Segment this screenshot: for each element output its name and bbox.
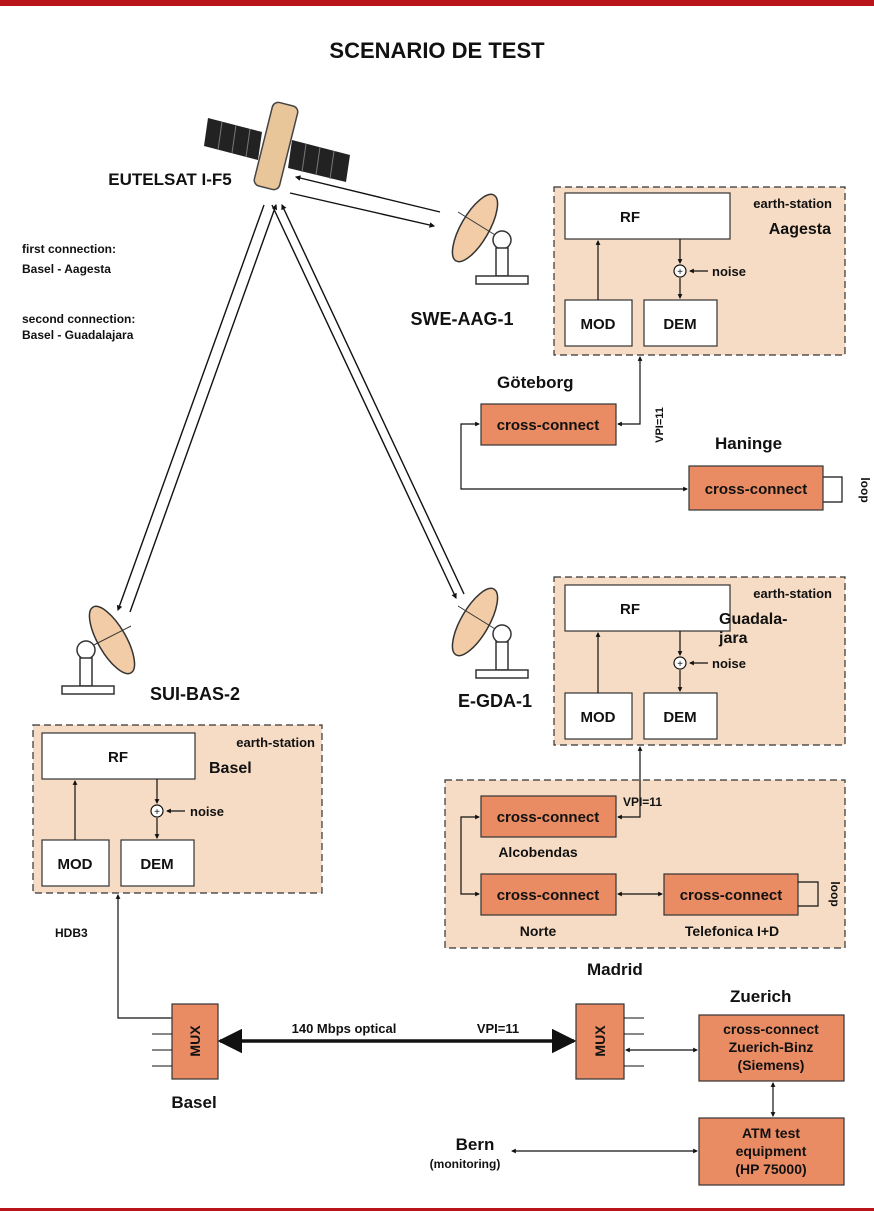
station-kind: earth-station	[236, 735, 315, 750]
station-city: Aagesta	[769, 221, 831, 238]
vpi-label-madrid: VPI=11	[623, 795, 662, 809]
mux-label: MUX	[592, 1025, 608, 1057]
dish-antenna-icon	[61, 605, 136, 695]
telefonica-label: Telefonica I+D	[685, 923, 779, 939]
mux-basel: MUX	[152, 1003, 219, 1080]
station-kind: earth-station	[753, 196, 832, 211]
alcobendas-label: Alcobendas	[498, 844, 578, 860]
haninge-label: Haninge	[715, 434, 782, 453]
antenna-label-aagesta: SWE-AAG-1	[411, 309, 514, 329]
cross-connect-telefonica: cross-connect	[680, 887, 783, 904]
rf-label: RF	[620, 601, 640, 618]
earth-station-guadalajara: RF earth-station Guadala- jara MOD DEM +…	[553, 576, 846, 746]
svg-text:+: +	[677, 659, 683, 670]
earth-station-basel: RF earth-station Basel MOD DEM + noise	[32, 724, 323, 894]
loop-label-madrid: loop	[828, 881, 842, 906]
vpi-label-link: VPI=11	[477, 1021, 519, 1036]
atm-line2: equipment	[736, 1143, 807, 1159]
satellite-links	[116, 175, 465, 613]
station-city: Basel	[209, 760, 252, 777]
mod-label: MOD	[581, 316, 616, 333]
rf-label: RF	[108, 749, 128, 766]
madrid-label: Madrid	[587, 960, 643, 979]
mod-label: MOD	[581, 709, 616, 726]
basel-city-label: Basel	[171, 1093, 216, 1112]
mod-label: MOD	[58, 856, 93, 873]
zuerich-cc-line1: cross-connect	[723, 1021, 819, 1037]
rf-label: RF	[620, 209, 640, 226]
hdb3-label: HDB3	[55, 926, 88, 940]
antenna-label-guadalajara: E-GDA-1	[458, 691, 532, 711]
madrid-network: cross-connect Alcobendas cross-connect N…	[444, 746, 846, 949]
dem-label: DEM	[663, 316, 696, 333]
optical-link-label: 140 Mbps optical	[292, 1021, 397, 1036]
atm-test-equipment	[698, 1117, 845, 1186]
first-connection-route: Basel - Aagesta	[22, 262, 111, 276]
bern-label: Bern	[456, 1135, 495, 1154]
zuerich-cc-line3: (Siemens)	[738, 1057, 805, 1073]
monitoring-label: (monitoring)	[430, 1157, 501, 1171]
cross-connect-zuerich	[698, 1014, 845, 1082]
cross-connect-haninge	[688, 465, 824, 511]
dem-label: DEM	[663, 709, 696, 726]
satellite-icon	[204, 101, 350, 191]
station-city-line2: jara	[718, 630, 748, 647]
cross-connect-norte: cross-connect	[497, 887, 600, 904]
noise-label: noise	[712, 264, 746, 279]
goteborg-label: Göteborg	[497, 373, 574, 392]
zuerich-cc-line2: Zuerich-Binz	[729, 1039, 814, 1055]
antenna-label-basel: SUI-BAS-2	[150, 684, 240, 704]
station-city-line1: Guadala-	[719, 611, 787, 628]
mux-zuerich: MUX	[575, 1003, 644, 1080]
mux-label: MUX	[187, 1025, 203, 1057]
cross-connect-alcobendas: cross-connect	[497, 809, 600, 826]
satellite-label: EUTELSAT I-F5	[108, 170, 231, 189]
loop-label-sweden: loop	[858, 477, 872, 502]
noise-label: noise	[190, 804, 224, 819]
earth-station-aagesta: RF earth-station Aagesta MOD DEM + noise	[553, 186, 846, 356]
station-kind: earth-station	[753, 586, 832, 601]
svg-text:+: +	[154, 807, 160, 818]
cross-connect-haninge-label: cross-connect	[705, 481, 808, 498]
dish-antenna-icon	[451, 587, 529, 679]
svg-text:+: +	[677, 267, 683, 278]
vpi-label-sweden: VPI=11	[654, 407, 666, 443]
atm-line3: (HP 75000)	[735, 1161, 806, 1177]
dish-antenna-icon	[451, 193, 529, 285]
second-connection-route: Basel - Guadalajara	[22, 328, 134, 342]
first-connection-heading: first connection:	[22, 242, 116, 256]
second-connection-heading: second connection:	[22, 312, 135, 326]
noise-label: noise	[712, 656, 746, 671]
norte-label: Norte	[520, 923, 557, 939]
dem-label: DEM	[140, 856, 173, 873]
cross-connect-goteborg-label: cross-connect	[497, 417, 600, 434]
zuerich-label: Zuerich	[730, 987, 791, 1006]
atm-line1: ATM test	[742, 1125, 800, 1141]
page-title: SCENARIO DE TEST	[329, 38, 545, 63]
